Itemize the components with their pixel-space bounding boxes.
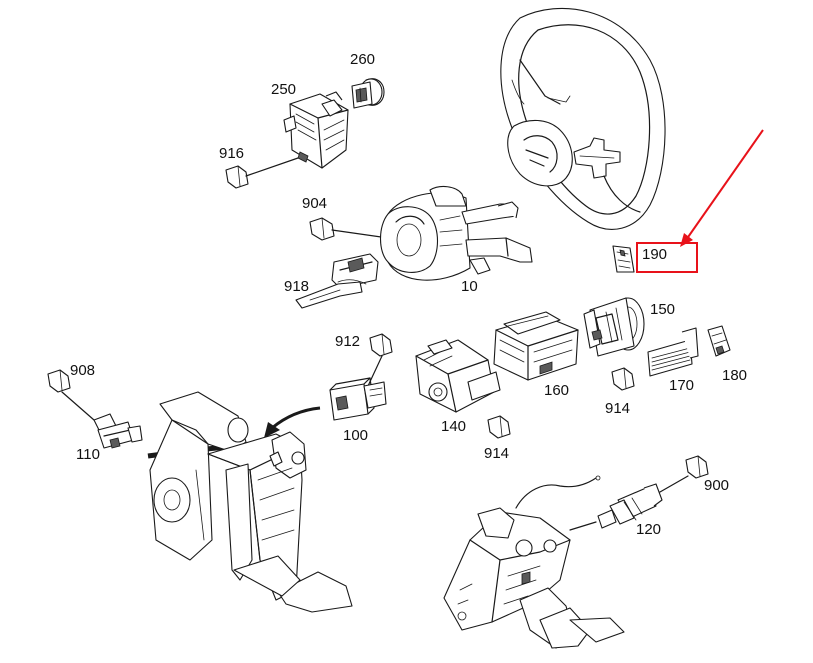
- label-190: 190: [642, 246, 668, 263]
- label-914-left: 914: [484, 445, 510, 462]
- part-190-drawing: [612, 245, 635, 273]
- label-170: 170: [669, 377, 695, 394]
- part-918-drawing: [295, 253, 379, 309]
- highlight-box-190: [636, 242, 698, 273]
- label-912: 912: [335, 333, 361, 350]
- steering-wheel: [500, 7, 666, 230]
- label-160: 160: [544, 382, 570, 399]
- label-110: 110: [76, 446, 100, 463]
- part-912-drawing: [367, 333, 393, 387]
- label-908: 908: [70, 362, 96, 379]
- label-10: 10: [461, 278, 478, 295]
- label-120: 120: [636, 521, 662, 538]
- part-170-drawing: [647, 327, 699, 377]
- label-250: 250: [271, 81, 297, 98]
- part-260-drawing: [351, 78, 385, 109]
- label-260: 260: [350, 51, 376, 68]
- part-100-drawing: [329, 377, 387, 421]
- part-140-drawing: [415, 339, 501, 413]
- pedal-assembly: [147, 391, 353, 613]
- part-110-drawing: [93, 413, 143, 449]
- label-918: 918: [284, 278, 310, 295]
- label-150: 150: [650, 301, 676, 318]
- parking-brake-assembly: [443, 475, 625, 649]
- label-916: 916: [219, 145, 245, 162]
- part-900-drawing: [659, 455, 709, 493]
- label-180: 180: [722, 367, 748, 384]
- label-914-right: 914: [605, 400, 631, 417]
- part-180-drawing: [707, 325, 731, 357]
- curved-arrow: [264, 406, 321, 438]
- part-904-drawing: [309, 217, 389, 241]
- part-120-drawing: [569, 483, 663, 531]
- part-908-drawing: [47, 369, 95, 421]
- highlight-arrow: [680, 129, 764, 247]
- label-100: 100: [343, 427, 369, 444]
- part-916-drawing: [225, 157, 299, 189]
- part-914-drawings: [487, 367, 635, 439]
- label-900: 900: [704, 477, 730, 494]
- label-140: 140: [441, 418, 467, 435]
- label-904: 904: [302, 195, 328, 212]
- part-250-drawing: [283, 91, 349, 169]
- part-160-drawing: [493, 311, 579, 381]
- part-10-drawing: [379, 185, 533, 281]
- part-150-drawing: [583, 297, 645, 357]
